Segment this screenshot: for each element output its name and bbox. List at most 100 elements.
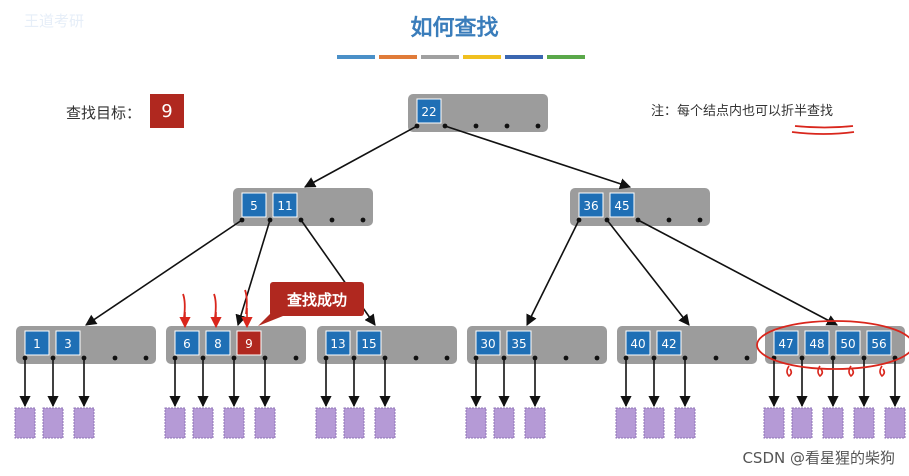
pointer-dot — [697, 217, 703, 223]
key-label: 5 — [250, 199, 258, 213]
annotation-underline — [794, 125, 854, 129]
key-box — [272, 192, 298, 218]
external-leaf — [374, 407, 396, 439]
note: 注：每个结点内也可以折半查找 — [651, 100, 833, 119]
title-rule-segment — [337, 55, 375, 59]
pointer-dot — [444, 355, 450, 361]
leaf-level-node — [617, 326, 757, 364]
key-label: 8 — [214, 337, 222, 351]
external-leaf — [884, 407, 906, 439]
key-box — [609, 192, 635, 218]
external-leaf — [164, 407, 186, 439]
pointer-dot — [473, 123, 479, 129]
pointer-dot — [360, 217, 366, 223]
annotation-ellipse — [756, 320, 909, 370]
key-label: 56 — [871, 337, 886, 351]
title-rule-segment — [547, 55, 585, 59]
tree-edge — [606, 219, 690, 326]
key-label: 1 — [33, 337, 41, 351]
key-label: 45 — [614, 199, 629, 213]
key-label: 11 — [277, 199, 292, 213]
pointer-dot — [172, 355, 178, 361]
pointer-dot — [563, 355, 569, 361]
title-rule-segment — [421, 55, 459, 59]
external-leaf — [853, 407, 875, 439]
pointer-dot — [666, 217, 672, 223]
external-leaf — [643, 407, 665, 439]
pointer-dot — [744, 355, 750, 361]
pointer-dot — [262, 355, 268, 361]
external-leaf — [254, 407, 276, 439]
tree-edge — [444, 125, 632, 190]
external-leaf — [343, 407, 365, 439]
key-box — [24, 330, 50, 356]
watermark: 王道考研 — [24, 12, 85, 30]
key-label: 40 — [630, 337, 645, 351]
leaf-level-node — [467, 326, 607, 364]
note-emphasis: 折半查找 — [781, 104, 834, 119]
key-box — [804, 330, 830, 356]
internal-node — [570, 188, 710, 226]
external-leaf — [465, 407, 487, 439]
title-rule-segment — [379, 55, 417, 59]
tree-edge — [235, 219, 271, 327]
pointer-dot — [22, 355, 28, 361]
footer-credit: CSDN @看星猩的柴狗 — [742, 449, 895, 467]
leaf-level-node — [317, 326, 457, 364]
external-leaf — [42, 407, 64, 439]
pointer-dot — [682, 355, 688, 361]
key-label: 36 — [583, 199, 598, 213]
tree-edge — [85, 219, 243, 326]
pointer-dot — [535, 123, 541, 129]
external-leaf — [73, 407, 95, 439]
annotation-mark — [848, 365, 855, 378]
search-target-value: 9 — [150, 94, 184, 128]
key-label: 9 — [245, 337, 253, 351]
external-leaf — [315, 407, 337, 439]
key-label: 42 — [661, 337, 676, 351]
pointer-dot — [329, 217, 335, 223]
external-leaf — [674, 407, 696, 439]
annotation-mark — [879, 365, 886, 378]
key-box — [625, 330, 651, 356]
key-label: 50 — [840, 337, 855, 351]
tree-edge — [304, 125, 418, 188]
note-prefix: 注：每个结点内也可以 — [651, 104, 782, 119]
external-leaf — [14, 407, 36, 439]
external-leaf — [822, 407, 844, 439]
pointer-dot — [323, 355, 329, 361]
tree-edge — [637, 219, 838, 326]
key-label: 48 — [809, 337, 824, 351]
key-box — [506, 330, 532, 356]
key-label: 6 — [183, 337, 191, 351]
tree-edge — [526, 219, 580, 327]
key-box — [773, 330, 799, 356]
pointer-dot — [473, 355, 479, 361]
external-leaf — [493, 407, 515, 439]
pointer-dot — [231, 355, 237, 361]
search-target-label: 查找目标： — [66, 104, 142, 122]
key-label: 30 — [480, 337, 495, 351]
pointer-dot — [501, 355, 507, 361]
external-leaf — [615, 407, 637, 439]
key-box — [416, 98, 442, 124]
key-label: 3 — [64, 337, 72, 351]
internal-node — [233, 188, 373, 226]
key-box — [656, 330, 682, 356]
key-label: 13 — [330, 337, 345, 351]
external-leaf — [524, 407, 546, 439]
pointer-dot — [713, 355, 719, 361]
key-label: 15 — [361, 337, 376, 351]
pointer-dot — [623, 355, 629, 361]
key-label: 22 — [421, 105, 436, 119]
key-box — [241, 192, 267, 218]
key-box — [356, 330, 382, 356]
pointer-dot — [351, 355, 357, 361]
annotation-mark — [786, 365, 793, 378]
pointer-dot — [594, 355, 600, 361]
pointer-dot — [50, 355, 56, 361]
pointer-dot — [382, 355, 388, 361]
key-box — [205, 330, 231, 356]
leaf-level-node — [166, 326, 306, 364]
